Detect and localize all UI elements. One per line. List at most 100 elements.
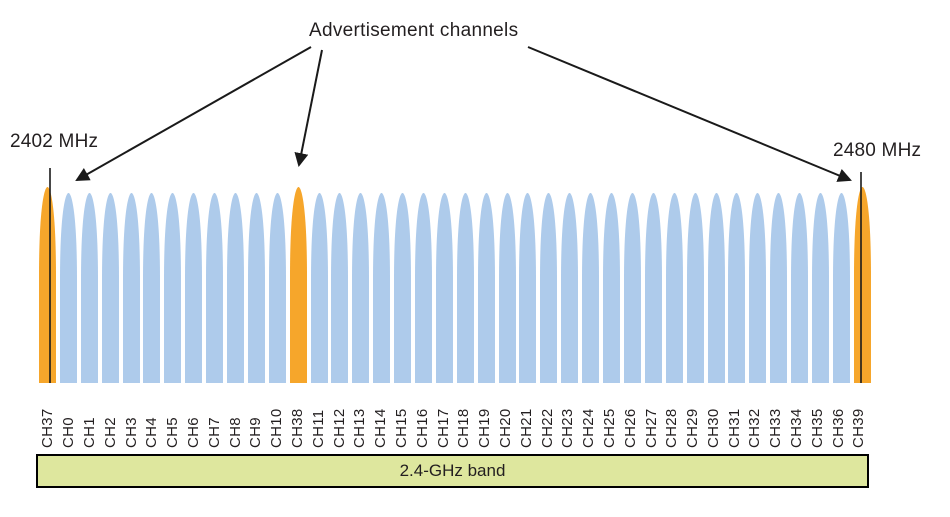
channel-label-ch31: CH31 bbox=[725, 388, 746, 448]
channel-label-text: CH28 bbox=[663, 408, 681, 448]
band: 2.4-GHz band bbox=[36, 454, 869, 488]
channel-label-text: CH4 bbox=[143, 417, 161, 448]
channel-lobe-ch17 bbox=[435, 193, 453, 383]
channel-lobe-ch6 bbox=[185, 193, 203, 383]
channel-label-ch14: CH14 bbox=[372, 388, 393, 448]
channel-label-ch30: CH30 bbox=[705, 388, 726, 448]
channel-lobe-ch33 bbox=[770, 193, 788, 383]
arrow-to-ch37 bbox=[75, 46, 312, 182]
frequency-label-2480: 2480 MHz bbox=[833, 140, 922, 161]
channel-lobe-ch32 bbox=[749, 193, 767, 383]
channel-lobe-ch0 bbox=[59, 193, 77, 383]
channel-lobe-ch2 bbox=[101, 193, 119, 383]
channel-lobe-ch19 bbox=[477, 193, 495, 383]
channel-lobe-ch30 bbox=[707, 193, 725, 383]
channel-label-text: CH16 bbox=[413, 408, 431, 448]
channel-label-ch29: CH29 bbox=[684, 388, 705, 448]
channel-label-text: CH18 bbox=[455, 408, 473, 448]
channel-lobe-ch38 bbox=[289, 187, 307, 383]
channel-label-ch16: CH16 bbox=[413, 388, 434, 448]
channel-lobe-ch13 bbox=[352, 193, 370, 383]
channel-label-text: CH27 bbox=[642, 408, 660, 448]
channel-label-ch36: CH36 bbox=[829, 388, 850, 448]
channel-lobe-ch29 bbox=[686, 193, 704, 383]
channel-lobe-ch9 bbox=[247, 193, 265, 383]
channel-label-text: CH5 bbox=[164, 417, 182, 448]
diagram-title: Advertisement channels bbox=[309, 20, 519, 41]
channel-lobe-ch4 bbox=[143, 193, 161, 383]
channel-label-text: CH32 bbox=[746, 408, 764, 448]
channel-lobe-ch35 bbox=[811, 193, 829, 383]
channel-label-ch37: CH37 bbox=[39, 388, 60, 448]
channel-label-ch19: CH19 bbox=[476, 388, 497, 448]
channel-label-text: CH14 bbox=[372, 408, 390, 448]
channel-label-text: CH36 bbox=[829, 408, 847, 448]
channel-label-text: CH1 bbox=[80, 417, 98, 448]
channel-label-text: CH34 bbox=[788, 408, 806, 448]
channel-label-ch32: CH32 bbox=[746, 388, 767, 448]
channel-lobe-ch28 bbox=[665, 193, 683, 383]
channel-label-ch18: CH18 bbox=[455, 388, 476, 448]
channel-lobe-ch7 bbox=[206, 193, 224, 383]
channel-label-ch13: CH13 bbox=[351, 388, 372, 448]
arrow-to-ch38 bbox=[294, 49, 323, 168]
channel-label-ch0: CH0 bbox=[60, 388, 81, 448]
channel-label-text: CH12 bbox=[330, 408, 348, 448]
channel-lobe-ch22 bbox=[540, 193, 558, 383]
channel-label-text: CH39 bbox=[850, 408, 868, 448]
channel-label-text: CH11 bbox=[309, 409, 327, 448]
frequency-label-2402: 2402 MHz bbox=[10, 131, 99, 152]
channel-lobe-ch10 bbox=[268, 193, 286, 383]
channel-lobe-ch39 bbox=[853, 187, 871, 383]
channel-label-text: CH10 bbox=[268, 408, 286, 448]
channel-lobe-ch23 bbox=[561, 193, 579, 383]
channel-label-ch26: CH26 bbox=[621, 388, 642, 448]
channel-lobe-ch34 bbox=[791, 193, 809, 383]
channel-label-ch24: CH24 bbox=[580, 388, 601, 448]
channel-label-ch38: CH38 bbox=[289, 388, 310, 448]
channel-lobe-ch16 bbox=[415, 193, 433, 383]
channel-lobe-ch18 bbox=[456, 193, 474, 383]
channel-lobe-ch36 bbox=[832, 193, 850, 383]
channel-label-ch11: CH11 bbox=[309, 388, 330, 448]
channel-lobe-ch31 bbox=[728, 193, 746, 383]
channel-label-ch33: CH33 bbox=[767, 388, 788, 448]
channel-label-text: CH22 bbox=[538, 408, 556, 448]
channel-label-text: CH6 bbox=[184, 417, 202, 448]
channel-label-ch7: CH7 bbox=[205, 388, 226, 448]
channel-lobe-ch15 bbox=[394, 193, 412, 383]
channel-label-ch8: CH8 bbox=[226, 388, 247, 448]
channel-lobe-ch12 bbox=[331, 193, 349, 383]
channel-label-text: CH7 bbox=[205, 417, 223, 448]
channel-label-text: CH31 bbox=[725, 408, 743, 448]
channel-label-text: CH21 bbox=[517, 408, 535, 448]
channel-lobe-ch3 bbox=[122, 193, 140, 383]
channel-lobe-ch5 bbox=[164, 193, 182, 383]
channel-lobe-ch27 bbox=[644, 193, 662, 383]
channel-label-text: CH35 bbox=[808, 408, 826, 448]
channel-label-text: CH8 bbox=[226, 417, 244, 448]
channel-label-ch28: CH28 bbox=[663, 388, 684, 448]
channel-lobe-ch21 bbox=[519, 193, 537, 383]
channel-lobe-ch1 bbox=[80, 193, 98, 383]
channel-label-text: CH24 bbox=[580, 408, 598, 448]
channel-label-ch39: CH39 bbox=[850, 388, 871, 448]
channel-label-text: CH15 bbox=[392, 408, 410, 448]
channel-label-text: CH9 bbox=[247, 417, 265, 448]
channel-lobe-ch14 bbox=[373, 193, 391, 383]
channel-label-ch20: CH20 bbox=[496, 388, 518, 448]
channel-label-ch34: CH34 bbox=[788, 388, 809, 448]
channel-label-text: CH33 bbox=[767, 408, 785, 448]
channel-label-ch5: CH5 bbox=[164, 388, 185, 448]
channel-lobes bbox=[39, 187, 871, 383]
channel-label-text: CH20 bbox=[496, 408, 514, 448]
channel-label-ch12: CH12 bbox=[330, 388, 351, 448]
channel-label-text: CH19 bbox=[476, 408, 494, 448]
channel-label-text: CH2 bbox=[101, 417, 119, 448]
channel-label-ch25: CH25 bbox=[601, 388, 622, 448]
channel-label-ch6: CH6 bbox=[184, 388, 206, 448]
channel-label-text: CH0 bbox=[60, 417, 78, 448]
channel-label-ch27: CH27 bbox=[642, 388, 663, 448]
